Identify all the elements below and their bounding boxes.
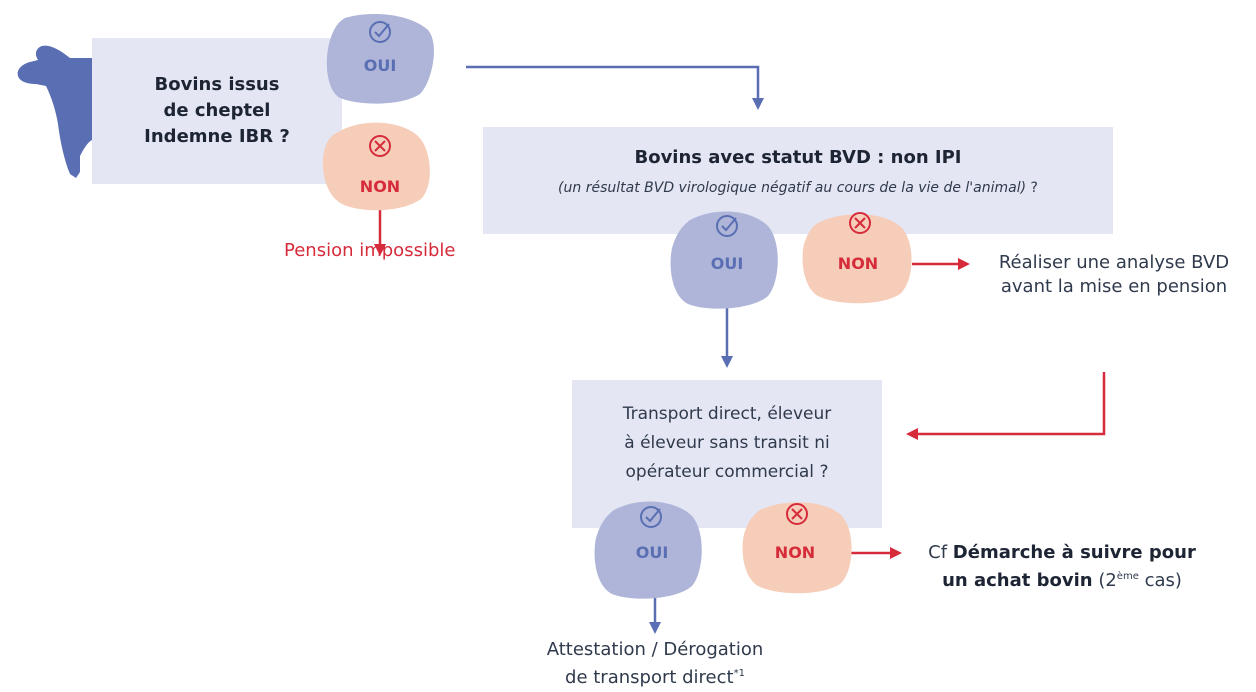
question-box-ibr xyxy=(92,38,342,184)
non-blob-ibr xyxy=(322,122,430,211)
cross-circle-icon xyxy=(849,212,871,234)
question-bvd-subtitle: (un résultat BVD virologique négatif au … xyxy=(558,180,1038,196)
result-realiser-analyse: Réaliser une analyse BVD avant la mise e… xyxy=(998,252,1230,297)
question-transport-text: Transport direct, éleveur à éleveur sans… xyxy=(622,404,832,482)
question-box-bvd xyxy=(483,127,1113,234)
cross-circle-icon xyxy=(786,503,808,525)
check-circle-icon xyxy=(369,21,391,43)
cross-circle-icon xyxy=(369,135,391,157)
question-box-transport xyxy=(572,380,882,528)
oui-blob-bvd xyxy=(670,211,778,309)
oui-blob-transport xyxy=(594,501,702,599)
non-blob-transport xyxy=(742,502,852,594)
oui-label-bvd: OUI xyxy=(710,254,744,273)
result-cf-demarche: Cf Démarche à suivre pour un achat bovin… xyxy=(928,542,1196,591)
non-label-ibr: NON xyxy=(359,177,401,196)
oui-label-ibr: OUI xyxy=(363,56,397,75)
oui-label-transport: OUI xyxy=(635,543,669,562)
result-attestation: Attestation / Dérogation de transport di… xyxy=(546,639,764,688)
non-blob-bvd xyxy=(802,214,912,304)
cow-icon xyxy=(17,45,93,179)
check-circle-icon xyxy=(716,215,738,237)
question-bvd-title: Bovins avec statut BVD : non IPI xyxy=(634,147,962,168)
question-ibr-text: Bovins issus de cheptel Indemne IBR ? xyxy=(144,74,290,147)
non-label-transport: NON xyxy=(774,543,816,562)
oui-blob-ibr xyxy=(326,14,434,104)
check-circle-icon xyxy=(640,506,662,528)
result-pension-impossible: Pension impossible xyxy=(284,240,456,261)
non-label-bvd: NON xyxy=(837,254,879,273)
